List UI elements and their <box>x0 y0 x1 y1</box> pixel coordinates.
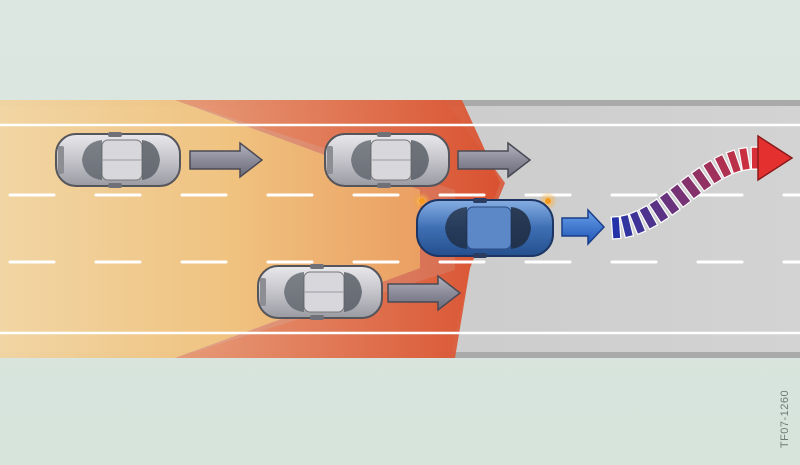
car-rear-right-lane <box>257 263 383 321</box>
path-arrow-segment <box>668 182 692 209</box>
path-arrow-segment <box>638 204 659 231</box>
path-arrow-segment <box>725 149 743 175</box>
ego-car <box>416 197 554 259</box>
ego-direction-arrow-icon <box>561 208 606 246</box>
figure-reference-code: TF07-1260 <box>778 389 791 449</box>
path-arrow-segment <box>713 153 733 179</box>
path-arrow-segment <box>647 198 670 224</box>
car-side-left-lane <box>324 131 450 189</box>
path-arrow-head <box>757 134 794 182</box>
lane-markings <box>0 123 800 335</box>
path-arrow-segment <box>679 174 703 200</box>
path-arrow-segment <box>628 209 647 236</box>
car-rear-left-lane <box>55 131 181 189</box>
path-arrow-segment <box>738 146 752 172</box>
path-arrow-segment <box>658 190 681 217</box>
path-arrow-segment <box>610 215 622 240</box>
path-arrow-segment <box>619 213 635 239</box>
path-arrow-segment <box>690 166 713 193</box>
path-arrow-segment <box>701 159 724 185</box>
curved-path-arrow-icon <box>610 134 794 240</box>
